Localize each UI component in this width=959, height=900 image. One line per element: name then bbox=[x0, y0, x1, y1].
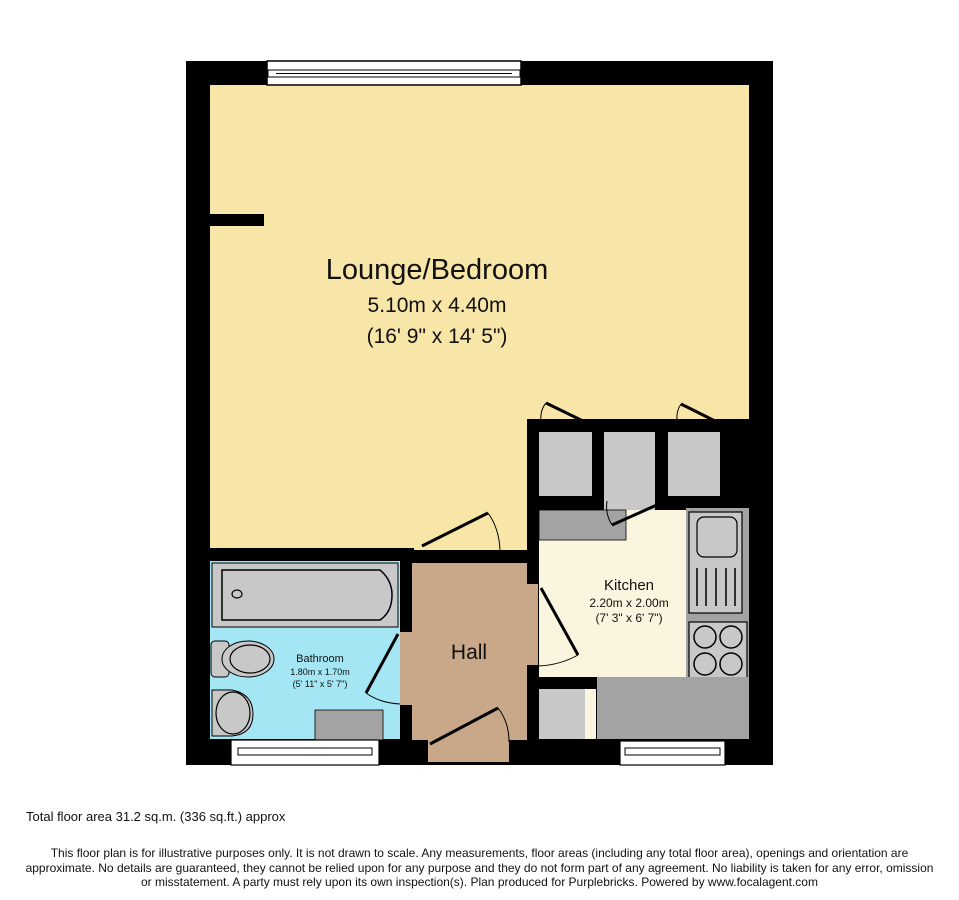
kitchen-imperial: (7' 3" x 6' 7") bbox=[595, 611, 662, 625]
hall-floor bbox=[400, 563, 538, 762]
cupboard-3 bbox=[668, 432, 720, 496]
lounge-metric: 5.10m x 4.40m bbox=[368, 294, 507, 317]
bathroom-door bbox=[364, 633, 401, 705]
lounge-bedroom-floor bbox=[210, 85, 749, 550]
hall-door-top bbox=[421, 511, 501, 551]
bathroom-metric: 1.80m x 1.70m bbox=[290, 667, 350, 677]
bathroom-cabinet bbox=[314, 709, 384, 741]
lounge-title: Lounge/Bedroom bbox=[326, 254, 549, 286]
floor-plan: Lounge/Bedroom 5.10m x 4.40m (16' 9" x 1… bbox=[186, 60, 773, 766]
cupboard-door-3 bbox=[676, 402, 716, 423]
window-bathroom bbox=[230, 739, 380, 766]
disclaimer-line: approximate. No details are guaranteed, … bbox=[25, 860, 934, 875]
store-gap bbox=[585, 689, 596, 739]
lounge-imperial: (16' 9" x 14' 5") bbox=[367, 325, 508, 348]
total-floor-area: Total floor area 31.2 sq.m. (336 sq.ft.)… bbox=[26, 809, 286, 824]
kitchen-door bbox=[538, 587, 580, 667]
bathroom-title: Bathroom bbox=[296, 653, 344, 665]
kitchen-counter-bottom bbox=[597, 677, 749, 739]
sink-icon bbox=[688, 511, 743, 614]
kitchen-title: Kitchen bbox=[604, 577, 654, 594]
kitchen-metric: 2.20m x 2.00m bbox=[589, 596, 668, 610]
hob-icon bbox=[688, 621, 748, 681]
disclaimer-line: or misstatement. A party must rely upon … bbox=[141, 875, 818, 889]
front-door bbox=[429, 706, 510, 746]
kitchen-floor bbox=[539, 510, 686, 677]
disclaimer: This floor plan is for illustrative purp… bbox=[0, 846, 959, 890]
hall-title: Hall bbox=[451, 641, 487, 664]
cupboard-door-2 bbox=[606, 500, 660, 527]
bathroom-imperial: (5' 11" x 5' 7") bbox=[293, 679, 348, 689]
wall-stub bbox=[210, 214, 264, 226]
basin-icon bbox=[211, 689, 254, 737]
window-kitchen bbox=[619, 740, 726, 766]
cupboard-2 bbox=[604, 432, 655, 511]
window-top bbox=[266, 60, 522, 86]
disclaimer-line: This floor plan is for illustrative purp… bbox=[50, 846, 909, 860]
cupboard-1 bbox=[539, 432, 592, 496]
cupboard-door-1 bbox=[540, 401, 584, 423]
bath-icon bbox=[211, 562, 399, 628]
store-cupboard bbox=[539, 689, 585, 739]
toilet-icon bbox=[210, 640, 275, 678]
